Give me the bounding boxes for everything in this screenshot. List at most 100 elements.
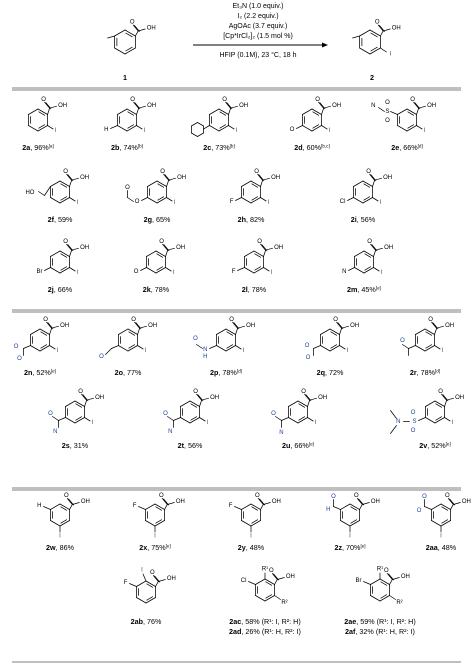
bond — [199, 417, 206, 422]
bond — [135, 30, 139, 37]
compound-id: 2z — [334, 543, 342, 552]
compound-label-2s: 2s, 31% — [62, 441, 89, 450]
bond — [219, 124, 227, 129]
atom-label: I — [145, 348, 147, 354]
atom-label: O — [159, 493, 164, 499]
bond — [145, 503, 156, 510]
bond — [312, 111, 320, 116]
compound-id: 2g — [144, 215, 152, 224]
atom-label: OH — [462, 499, 471, 505]
bond — [382, 28, 391, 32]
bond — [265, 247, 274, 251]
bond — [364, 253, 372, 258]
atom-label: O — [271, 411, 276, 417]
compound-id: 2t — [178, 441, 185, 450]
atom-label: O — [125, 185, 130, 191]
bond — [297, 417, 308, 424]
compound-label-2q: 2q, 72% — [317, 368, 344, 377]
bond — [166, 179, 170, 187]
bond — [425, 331, 433, 336]
atom-label: OH — [286, 574, 295, 580]
bond — [59, 503, 70, 510]
atom-label: O — [150, 570, 155, 576]
compound-id: 2ae — [344, 617, 356, 626]
bond — [378, 107, 385, 112]
bond — [251, 519, 259, 524]
bond — [260, 504, 264, 510]
compound-yield: , 78% — [218, 368, 237, 377]
atom-label: O — [333, 317, 338, 323]
bond — [28, 108, 39, 115]
bond — [59, 250, 70, 257]
atom-label: Br — [355, 578, 361, 584]
bond — [60, 506, 68, 511]
footnote-marker: [d] — [435, 369, 440, 374]
bond — [191, 122, 198, 127]
bond — [361, 502, 370, 505]
bond — [379, 578, 390, 585]
bond — [66, 243, 73, 251]
bond — [436, 325, 445, 329]
bond — [418, 417, 426, 421]
compound-id: 2o — [115, 368, 124, 377]
atom-label: F — [124, 580, 128, 586]
bond — [51, 325, 60, 329]
bond — [397, 125, 408, 132]
bond — [162, 243, 169, 251]
bond — [244, 250, 255, 257]
atom-label: N — [371, 103, 375, 109]
compound-id: 2m — [347, 285, 357, 294]
atom-label: O — [43, 317, 48, 323]
bond — [311, 125, 322, 132]
bond — [408, 345, 416, 349]
atom-label: O — [48, 411, 53, 417]
bond — [441, 393, 448, 401]
bond — [60, 196, 68, 201]
bond — [59, 520, 70, 527]
atom-label: OH — [274, 245, 283, 251]
bond — [59, 197, 70, 204]
atom-label: O — [63, 169, 68, 175]
atom-label: O — [41, 97, 46, 103]
bond — [165, 267, 172, 272]
atom-label: OH — [80, 245, 89, 251]
bond — [180, 400, 191, 407]
atom-label: I — [380, 200, 382, 206]
bond — [276, 577, 285, 580]
compound-yield: , 26% (R¹: H, R²: I) — [241, 627, 301, 636]
R1-label: R¹ — [377, 567, 383, 573]
bond — [137, 28, 146, 32]
bond — [241, 503, 252, 510]
reaction-header: Et₃N (1.0 equiv.) I₂ (2.2 equiv.) AgOAc … — [123, 3, 374, 82]
compound-label-2ae: 2ae, 59% (R¹: I, R²: H) — [344, 617, 416, 626]
bond — [320, 328, 331, 335]
bond — [406, 108, 417, 115]
atom-label: O — [385, 100, 390, 106]
bond — [161, 498, 168, 505]
bond — [168, 177, 177, 181]
bond — [431, 520, 442, 527]
bond — [237, 267, 245, 271]
bond — [250, 197, 261, 204]
product-label: 2 — [370, 73, 374, 82]
bond — [105, 348, 112, 355]
bond — [134, 321, 141, 329]
atom-label: N — [396, 419, 400, 425]
compound-label-2l: 2l, 78% — [242, 285, 267, 294]
atom-label: OH — [239, 103, 248, 109]
bond — [416, 125, 423, 130]
bond — [241, 197, 252, 204]
atom-label: OH — [271, 175, 280, 181]
atom-label: F — [232, 269, 236, 275]
bond — [127, 345, 138, 352]
compound-id: 2q — [317, 368, 325, 377]
bond — [255, 578, 266, 585]
bond — [126, 125, 137, 132]
bond — [446, 397, 455, 401]
